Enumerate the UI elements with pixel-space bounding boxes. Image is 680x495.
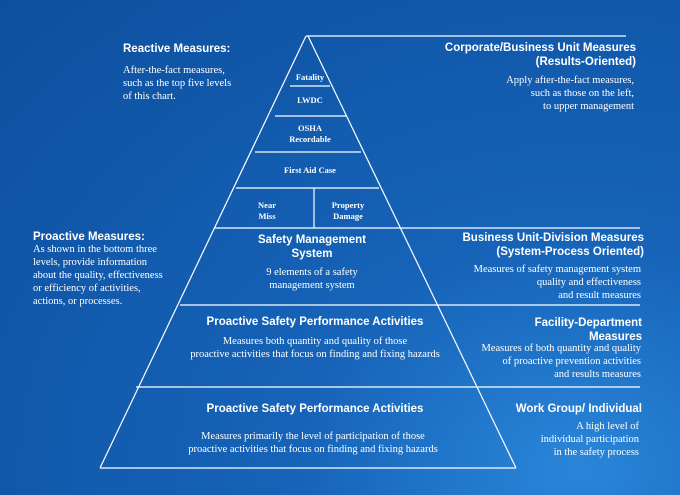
proactive-activities-upper-description: Measures both quantity and quality of th… — [190, 336, 440, 360]
level-fatality: Fatality — [295, 72, 325, 82]
reactive-measures-title: Reactive Measures: — [123, 43, 231, 55]
work-group-text: A high level of individual participation… — [540, 421, 639, 458]
facility-measures-text: Measures of both quantity and quality of… — [481, 343, 641, 380]
division-measures-title: Business Unit-Division Measures (System-… — [462, 232, 645, 258]
level-proactive-activities-lower: Proactive Safety Performance Activities — [206, 403, 424, 415]
proactive-measures-title: Proactive Measures: — [33, 231, 145, 243]
level-near-miss: Near Miss — [258, 200, 276, 221]
reactive-measures-text: After-the-fact measures, such as the top… — [123, 65, 232, 102]
pyramid-left-edge — [99, 35, 307, 469]
level-property-damage: Property Damage — [331, 200, 365, 221]
corporate-measures-text: Apply after-the-fact measures, such as t… — [506, 75, 634, 112]
sms-description: 9 elements of a safety management system — [266, 267, 358, 291]
division-measures-text: Measures of safety management system qua… — [473, 264, 641, 301]
proactive-measures-text: As shown in the bottom three levels, pro… — [33, 244, 163, 307]
proactive-activities-lower-description: Measures primarily the level of particip… — [188, 431, 438, 455]
level-safety-management-system: Safety Management System — [257, 234, 366, 260]
level-proactive-activities-upper: Proactive Safety Performance Activities — [206, 316, 424, 328]
pyramid-right-edge — [307, 35, 517, 469]
work-group-title: Work Group/ Individual — [515, 403, 642, 415]
level-lwdc: LWDC — [297, 95, 323, 105]
level-osha-recordable: OSHA Recordable — [289, 123, 331, 144]
level-first-aid-case: First Aid Case — [284, 165, 336, 175]
corporate-measures-title: Corporate/Business Unit Measures (Result… — [444, 42, 636, 68]
facility-measures-title: Facility-Department Measures — [534, 317, 642, 343]
